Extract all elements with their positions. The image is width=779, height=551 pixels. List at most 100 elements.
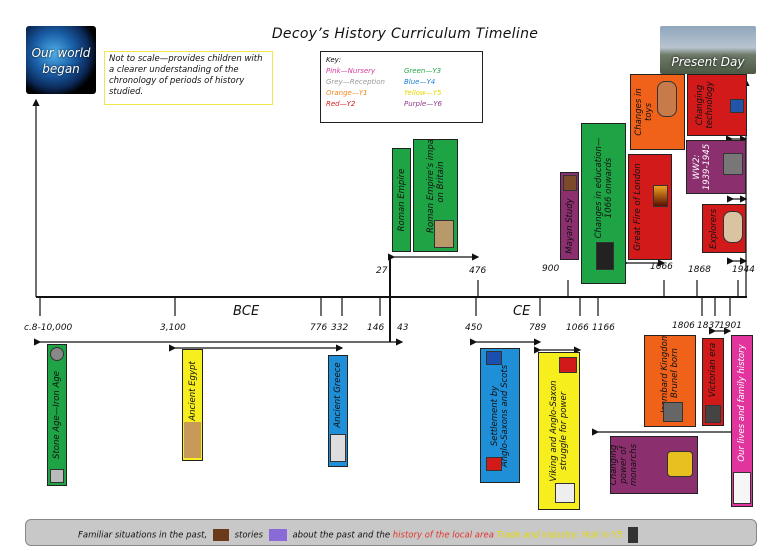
key-y4: Blue—Y4 xyxy=(404,78,436,86)
storybook-icon xyxy=(268,529,287,541)
topic-settlement-label: Settlement by Anglo-Saxons and Scots xyxy=(490,364,510,466)
topic-roman-empire[interactable]: Roman Empire xyxy=(392,148,411,252)
toy-picture-icon xyxy=(657,81,677,117)
footer-trade-text: Trade and industry: Hull in Y5 xyxy=(496,530,623,541)
date-label-450: 450 xyxy=(465,323,483,333)
topic-monarchs-label: Changing power of monarchs xyxy=(610,443,639,487)
topic-victorian-label: Victorian era xyxy=(708,342,718,398)
family-picture-icon xyxy=(733,472,751,504)
date-label-1066: 1066 xyxy=(566,323,589,333)
date-label-776: 776 xyxy=(310,323,328,333)
topic-monarchs-line3: monarchs xyxy=(629,443,639,487)
date-label-476: 476 xyxy=(469,266,487,276)
topic-technology[interactable]: Changing technology xyxy=(687,74,747,136)
date-label-43: 43 xyxy=(397,323,409,333)
footer-local-area-text: history of the local area xyxy=(392,530,494,541)
topic-brunel[interactable]: Isambard Kingdom Brunel born xyxy=(644,335,696,427)
school-picture-icon xyxy=(596,242,614,270)
date-label-1166: 1166 xyxy=(592,323,615,333)
topic-stone-age[interactable]: Stone Age—Iron Age xyxy=(47,344,67,486)
topic-education[interactable]: Changes in education— 1066 onwards xyxy=(581,123,626,284)
topic-ww2[interactable]: WW2: 1939-1945 xyxy=(686,140,746,194)
pyramid-picture-icon xyxy=(184,422,201,458)
topic-ww2-line2: 1939-1945 xyxy=(702,143,712,191)
date-label-1868: 1868 xyxy=(688,265,711,275)
topic-roman-impact-label: Roman Empire’s impact on Britain xyxy=(425,139,446,233)
topic-mayan[interactable]: Mayan Study xyxy=(560,172,579,260)
key-right-column: Green—Y3 Blue—Y4 Yellow—Y5 Purple—Y6 xyxy=(404,66,442,110)
date-label-1901: 1901 xyxy=(719,321,742,331)
date-label-3100: 3,100 xyxy=(160,323,186,333)
viking-dragon-flag-icon xyxy=(559,357,577,373)
topic-roman-impact[interactable]: Roman Empire’s impact on Britain xyxy=(413,139,458,252)
key-y5: Yellow—Y5 xyxy=(404,89,442,97)
present-day-image: Present Day xyxy=(660,26,756,74)
iron-age-picture-icon xyxy=(50,469,64,483)
saltire-flag-icon xyxy=(486,351,502,365)
bce-label: BCE xyxy=(233,304,260,319)
topic-monarchs[interactable]: Changing power of monarchs xyxy=(610,436,698,494)
topic-ancient-egypt-label: Ancient Egypt xyxy=(187,361,198,421)
computer-picture-icon xyxy=(730,99,744,113)
topic-victorian[interactable]: Victorian era xyxy=(702,338,724,426)
topic-great-fire-label: Great Fire of London xyxy=(633,163,643,251)
date-label-900: 900 xyxy=(542,264,560,274)
key-y1: Orange—Y1 xyxy=(326,89,368,97)
topic-education-line1: Changes in education— xyxy=(593,137,604,238)
earth-label-line2: began xyxy=(42,62,80,76)
topic-technology-line1: Changing xyxy=(695,84,705,126)
brunel-portrait-icon xyxy=(663,402,683,422)
topic-settlement-line1: Settlement by xyxy=(490,385,500,446)
topic-roman-impact-line2: on Britain xyxy=(435,160,446,203)
topic-toys[interactable]: Changes in toys xyxy=(630,74,685,150)
topic-ww2-line1: WW2: xyxy=(692,154,702,180)
topic-explorers[interactable]: Explorers xyxy=(702,204,746,253)
date-label-1806: 1806 xyxy=(672,321,695,331)
topic-ancient-greece-label: Ancient Greece xyxy=(333,362,343,428)
ce-label: CE xyxy=(513,304,531,319)
topic-roman-empire-label: Roman Empire xyxy=(396,168,407,232)
topic-ancient-egypt[interactable]: Ancient Egypt xyxy=(182,349,203,461)
crown-icon xyxy=(667,451,693,477)
key-box: Key: Pink—Nursery Grey—Reception Orange—… xyxy=(320,51,483,123)
date-label-1944: 1944 xyxy=(732,265,755,275)
viking-ship-icon xyxy=(555,483,575,503)
topic-ancient-greece[interactable]: Ancient Greece xyxy=(328,355,348,467)
ww2-picture-icon xyxy=(723,153,743,175)
topic-settlement[interactable]: Settlement by Anglo-Saxons and Scots xyxy=(480,348,520,483)
date-label-27: 27 xyxy=(376,266,388,276)
date-label-1837: 1837 xyxy=(697,321,720,331)
topic-ww2-label: WW2: 1939-1945 xyxy=(692,144,712,190)
topic-toys-line2: toys xyxy=(643,103,654,121)
footer-familiar-text: Familiar situations in the past, xyxy=(78,530,208,541)
topic-mayan-label: Mayan Study xyxy=(564,198,575,254)
key-y2: Red—Y2 xyxy=(326,100,356,108)
explorer-picture-icon xyxy=(723,211,743,243)
topic-technology-line2: technology xyxy=(705,81,715,129)
key-y6: Purple—Y6 xyxy=(404,100,442,108)
topic-viking-line1: Viking and Anglo-Saxon xyxy=(549,380,559,482)
topic-roman-impact-line1: Roman Empire’s impact xyxy=(425,139,436,233)
dragon-flag-icon xyxy=(486,457,502,471)
topic-explorers-label: Explorers xyxy=(709,208,719,249)
topic-toys-label: Changes in toys xyxy=(634,88,654,135)
page-title: Decoy’s History Curriculum Timeline xyxy=(271,26,539,42)
earth-label-line1: Our world xyxy=(31,46,91,60)
roman-picture-icon xyxy=(434,220,454,248)
footer-stories-text: stories xyxy=(234,530,264,541)
topic-family-history[interactable]: Our lives and family history xyxy=(731,335,753,507)
topic-viking[interactable]: Viking and Anglo-Saxon struggle for powe… xyxy=(538,352,580,510)
date-label-332: 332 xyxy=(331,323,349,333)
topic-monarchs-line1: Changing xyxy=(610,444,619,486)
topic-settlement-line2: Anglo-Saxons and Scots xyxy=(500,364,510,467)
topic-great-fire[interactable]: Great Fire of London xyxy=(628,154,672,260)
scale-note: Not to scale—provides children with a cl… xyxy=(104,51,273,105)
topic-education-label: Changes in education— 1066 onwards xyxy=(594,137,614,238)
topic-viking-line2: struggle for power xyxy=(559,391,569,471)
topic-education-line2: 1066 onwards xyxy=(603,157,614,218)
fire-picture-icon xyxy=(653,185,668,207)
date-label-1666: 1666 xyxy=(650,262,673,272)
topic-viking-label: Viking and Anglo-Saxon struggle for powe… xyxy=(549,380,569,481)
book-icon xyxy=(212,529,229,541)
